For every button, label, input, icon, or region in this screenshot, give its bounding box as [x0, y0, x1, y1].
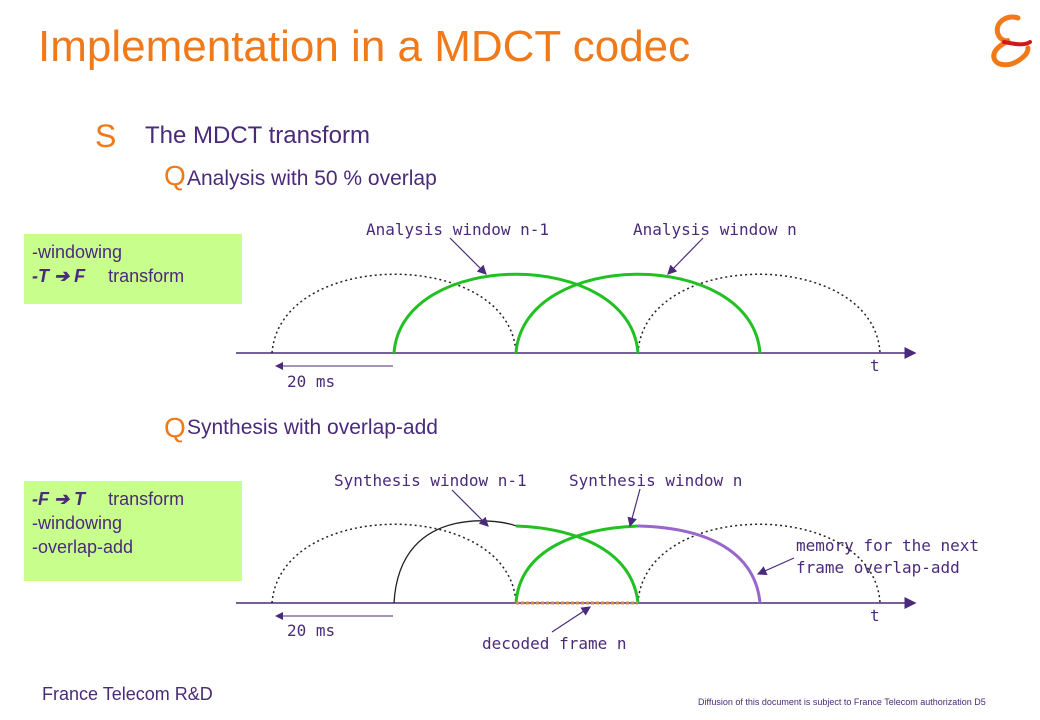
page-title: Implementation in a MDCT codec: [38, 22, 691, 71]
synthesis-step-overlap-add: -overlap-add: [32, 537, 134, 557]
synthesis-step-windowing: -windowing: [32, 513, 123, 533]
footer-disclaimer: Diffusion of this document is subject to…: [698, 697, 986, 707]
time-to-frequency-label: -T ➔ F: [32, 266, 86, 286]
synthesis-time-axis-label: t: [870, 606, 880, 625]
footer-company: France Telecom R&D: [42, 684, 213, 704]
synthesis-window-curve: [514, 524, 639, 604]
france-telecom-logo-icon: [991, 14, 1032, 68]
synthesis-window-prev-label: Synthesis window n-1: [334, 471, 527, 490]
analysis-dotted-window-1: [271, 273, 517, 354]
memory-label-line1: memory for the next: [796, 536, 980, 555]
analysis-window-label: Analysis window n: [633, 220, 797, 239]
decoded-frame-arrow: [551, 606, 592, 633]
analysis-heading: Analysis with 50 % overlap: [187, 167, 437, 190]
analysis-prev-arrow: [449, 237, 487, 275]
analysis-step-windowing: -windowing: [32, 242, 123, 262]
synthesis-arrow: [627, 488, 641, 528]
transform-word: transform: [108, 266, 185, 286]
analysis-arrow: [667, 237, 704, 275]
synthesis-dotted-window-1: [271, 523, 517, 604]
analysis-duration-label: 20 ms: [287, 372, 336, 391]
analysis-time-axis-label: t: [870, 356, 880, 375]
memory-arrow: [756, 557, 795, 575]
synthesis-window-prev-overlap: [515, 524, 640, 604]
synthesis-duration-label: 20 ms: [287, 621, 336, 640]
analysis-step-transform: -T ➔ F transform: [24, 264, 242, 288]
synthesis-window-prev-curve: [393, 520, 517, 604]
synthesis-heading: Synthesis with overlap-add: [187, 416, 438, 439]
analysis-window-prev-label: Analysis window n-1: [366, 220, 550, 239]
analysis-window-curve: [514, 272, 762, 354]
synthesis-step-transform: -F ➔ T transform: [24, 487, 242, 511]
bullet-mdct-transform: The MDCT transform: [145, 122, 370, 149]
analysis-dotted-window-2: [637, 273, 881, 354]
synthesis-steps-box: -F ➔ T transform -windowing -overlap-add: [24, 481, 242, 581]
synthesis-memory-curve: [637, 524, 762, 604]
synthesis-window-label: Synthesis window n: [569, 471, 743, 490]
analysis-window-prev-curve: [392, 272, 640, 354]
transform-word: transform: [108, 489, 185, 509]
bullet-marker: S: [95, 118, 117, 154]
frequency-to-time-label: -F ➔ T: [32, 489, 86, 509]
synthesis-prev-arrow: [451, 489, 489, 527]
decoded-frame-label: decoded frame n: [482, 634, 627, 653]
synthesis-bullet-marker: Q: [164, 412, 186, 443]
memory-label-line2: frame overlap-add: [796, 558, 960, 577]
analysis-steps-box: -windowing -T ➔ F transform: [24, 234, 242, 304]
analysis-bullet-marker: Q: [164, 160, 186, 191]
